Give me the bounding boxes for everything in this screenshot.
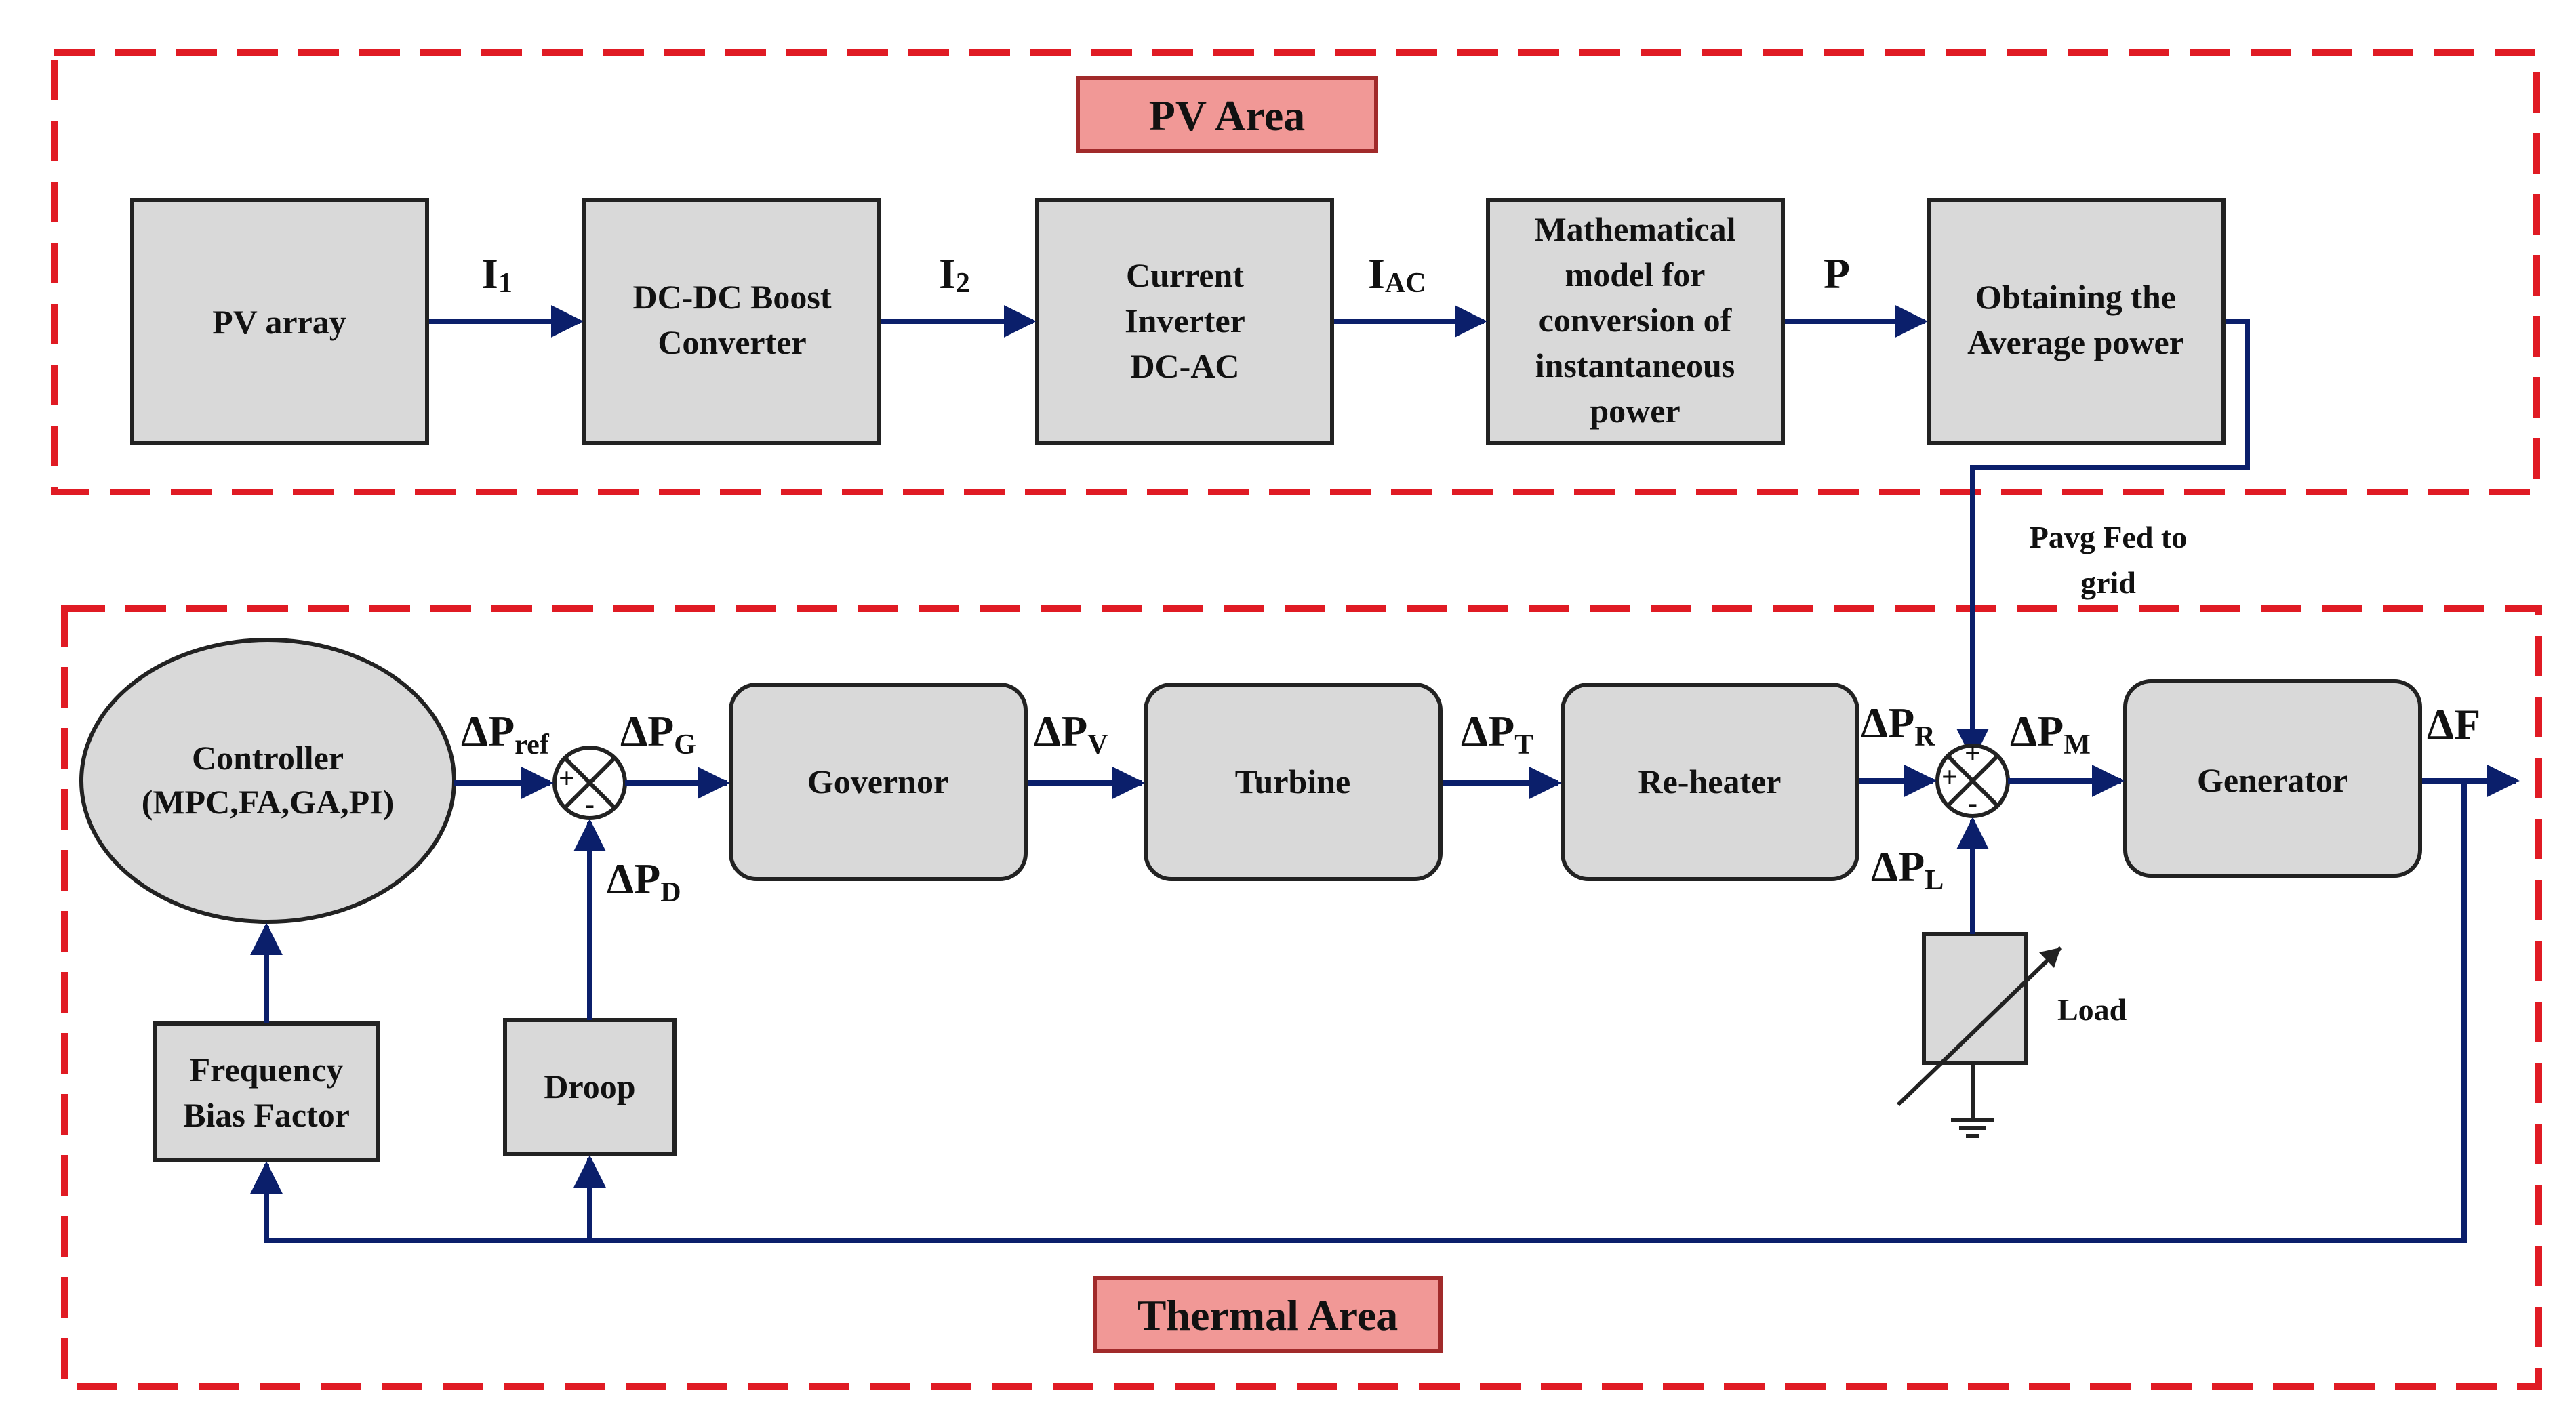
- controller-block: Controller (MPC,FA,GA,PI): [79, 638, 456, 924]
- summing-junction-2: + + -: [1935, 738, 2010, 819]
- load-symbol: [1896, 932, 2063, 1138]
- governor-block: Governor: [729, 683, 1028, 881]
- svg-text:PV Area: PV Area: [1149, 92, 1306, 140]
- math-model-block: Mathematical model for conversion of ins…: [1486, 198, 1785, 445]
- svg-text:Turbine: Turbine: [1235, 763, 1350, 800]
- svg-text:Re-heater: Re-heater: [1638, 763, 1782, 800]
- svg-text:conversion of: conversion of: [1539, 301, 1733, 339]
- svg-text:Bias Factor: Bias Factor: [183, 1096, 350, 1134]
- svg-text:DC-DC Boost: DC-DC Boost: [632, 278, 831, 316]
- droop-block: Droop: [503, 1018, 677, 1156]
- svg-text:Generator: Generator: [2197, 761, 2348, 799]
- turbine-block: Turbine: [1144, 683, 1443, 881]
- svg-text:model for: model for: [1565, 256, 1706, 293]
- pv-area-border: [51, 49, 2540, 495]
- signal-dp-d: ΔPD: [607, 855, 681, 908]
- svg-text:+: +: [1965, 738, 1981, 769]
- svg-text:(MPC,FA,GA,PI): (MPC,FA,GA,PI): [142, 783, 395, 821]
- svg-text:Obtaining the: Obtaining the: [1975, 278, 2176, 316]
- pv-array-block: PV array: [130, 198, 429, 445]
- boost-converter-block: DC-DC Boost Converter: [582, 198, 881, 445]
- svg-text:Droop: Droop: [544, 1068, 635, 1105]
- pavg-feed-line: [1956, 319, 2250, 761]
- svg-text:Mathematical: Mathematical: [1534, 210, 1735, 248]
- signal-p: P: [1824, 249, 1850, 298]
- svg-text:+: +: [559, 763, 575, 794]
- svg-text:Inverter: Inverter: [1125, 302, 1245, 340]
- summing-junction-1: + -: [552, 746, 627, 820]
- svg-text:Current: Current: [1126, 256, 1244, 294]
- svg-text:Converter: Converter: [658, 323, 806, 361]
- signal-i1: I1: [481, 249, 512, 299]
- thermal-area-border: [61, 605, 2542, 1390]
- signal-dp-ref: ΔPref: [461, 707, 550, 760]
- svg-text:Governor: Governor: [807, 763, 948, 800]
- thermal-area-title: Thermal Area: [1093, 1276, 1443, 1353]
- svg-text:Frequency: Frequency: [190, 1051, 344, 1089]
- signal-dp-t: ΔPT: [1461, 707, 1533, 760]
- svg-text:-: -: [585, 789, 595, 820]
- reheater-block: Re-heater: [1561, 683, 1859, 881]
- feedback-line: [250, 781, 2467, 1243]
- svg-text:DC-AC: DC-AC: [1130, 347, 1239, 385]
- signal-dp-l: ΔPL: [1871, 843, 1944, 896]
- signal-i2: I2: [939, 249, 970, 299]
- signal-iac: IAC: [1368, 249, 1426, 299]
- signal-dp-m: ΔPM: [2010, 707, 2091, 760]
- svg-text:PV array: PV array: [212, 303, 346, 341]
- svg-text:-: -: [1968, 788, 1977, 819]
- signal-df: ΔF: [2427, 700, 2480, 748]
- generator-block: Generator: [2123, 679, 2422, 878]
- svg-text:+: +: [1941, 762, 1958, 793]
- inverter-block: Current Inverter DC-AC: [1035, 198, 1334, 445]
- pv-area-title: PV Area: [1076, 76, 1378, 153]
- signal-dp-r: ΔPR: [1861, 699, 1935, 752]
- svg-text:power: power: [1590, 392, 1680, 430]
- pavg-label-line2: grid: [2080, 565, 2136, 600]
- pavg-label-line1: Pavg Fed to: [2030, 520, 2188, 554]
- signal-dp-g: ΔPG: [620, 707, 696, 760]
- load-label: Load: [2057, 992, 2127, 1027]
- average-power-block: Obtaining the Average power: [1927, 198, 2226, 445]
- svg-text:instantaneous: instantaneous: [1535, 346, 1735, 384]
- svg-text:Average power: Average power: [1967, 323, 2184, 361]
- signal-dp-v: ΔPV: [1034, 707, 1108, 760]
- svg-text:Thermal Area: Thermal Area: [1138, 1291, 1398, 1339]
- frequency-bias-block: Frequency Bias Factor: [153, 1021, 380, 1162]
- svg-text:Controller: Controller: [192, 739, 344, 777]
